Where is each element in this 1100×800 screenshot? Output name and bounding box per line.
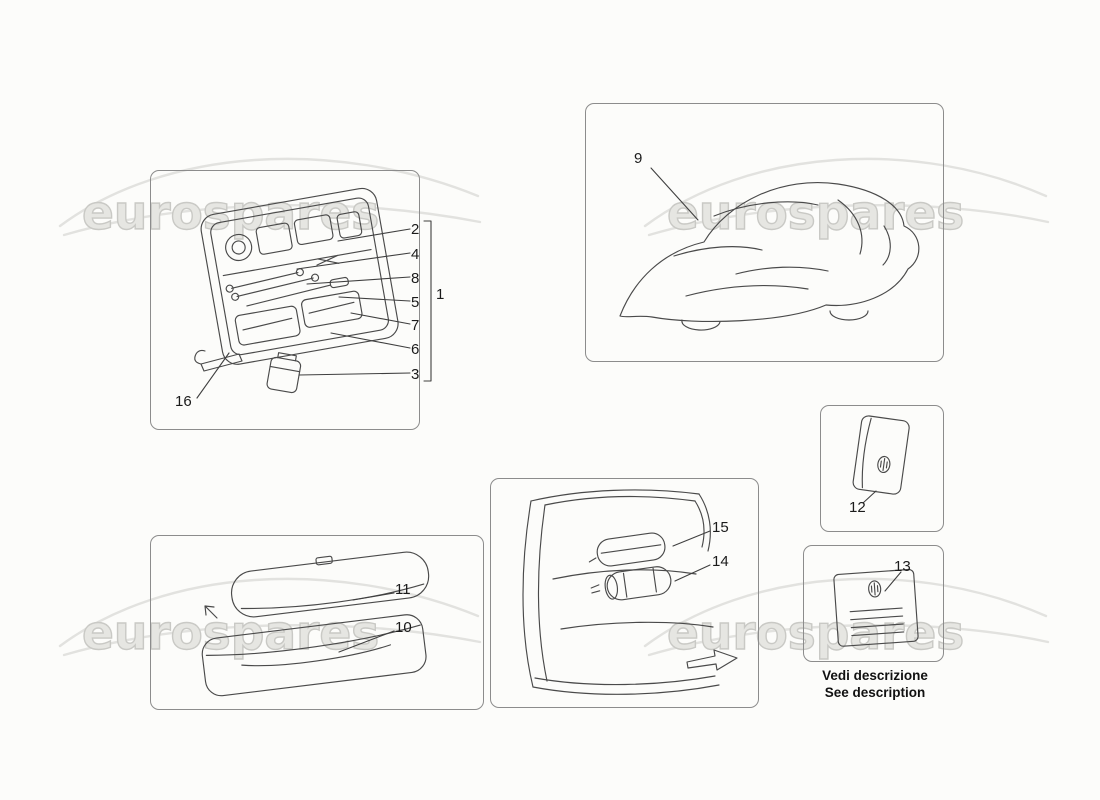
callout-8[interactable]: 8 [411, 270, 420, 287]
callout-13[interactable]: 13 [894, 558, 911, 575]
direction-arrow [686, 649, 738, 671]
callout-15[interactable]: 15 [712, 519, 729, 536]
callout-14[interactable]: 14 [712, 553, 729, 570]
lower-case [201, 614, 427, 697]
booklet-drawing [852, 415, 910, 495]
document-panel [803, 545, 944, 662]
description-note-english: See description [824, 685, 926, 700]
callout-2[interactable]: 2 [411, 221, 420, 238]
cases-drawing [201, 551, 430, 697]
trunk-drawing [522, 489, 738, 695]
small-pouch [266, 352, 302, 394]
callout-9[interactable]: 9 [634, 150, 643, 167]
callout-16[interactable]: 16 [175, 393, 192, 410]
tool-kit-panel [150, 170, 420, 430]
callout-11[interactable]: 11 [395, 581, 411, 598]
trunk-panel [490, 478, 759, 708]
callout-6[interactable]: 6 [411, 341, 420, 358]
document-drawing [833, 568, 919, 647]
booklet-panel [820, 405, 944, 532]
cases-panel [150, 535, 484, 710]
car-cover-panel [585, 103, 944, 362]
stack-arrow [204, 605, 218, 619]
callout-10[interactable]: 10 [395, 619, 412, 636]
callout-12[interactable]: 12 [849, 499, 866, 516]
callout-1[interactable]: 1 [436, 286, 445, 303]
callout-4[interactable]: 4 [411, 246, 420, 263]
callout-7[interactable]: 7 [411, 317, 420, 334]
tool-kit-drawing [194, 187, 399, 394]
group-bracket [423, 220, 432, 382]
tool-case [200, 187, 399, 365]
callout-5[interactable]: 5 [411, 294, 420, 311]
tool-pouch [588, 532, 666, 567]
description-note-italian: Vedi descrizione [822, 668, 928, 683]
car-cover-drawing [619, 182, 920, 331]
callout-3[interactable]: 3 [411, 366, 420, 383]
